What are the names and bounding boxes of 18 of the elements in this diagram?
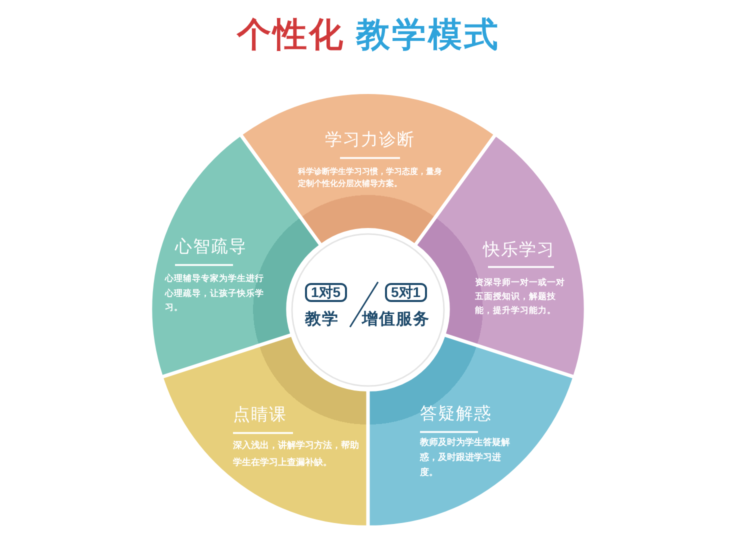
segment-heading: 答疑解惑 — [420, 403, 492, 425]
segment-description: 科学诊断学生学习习惯，学习态度，量身定制个性化分层次辅导方案。 — [298, 166, 443, 190]
segment-description: 教师及时为学生答疑解惑，及时跟进学习进度。 — [420, 436, 511, 479]
segment-heading: 点睛课 — [233, 404, 287, 426]
ring-segment — [163, 336, 367, 526]
segment-heading: 学习力诊断 — [325, 129, 415, 151]
segment-heading: 心智疏导 — [175, 236, 247, 258]
center-circle — [291, 233, 445, 387]
title: 个性化 教学模式 — [236, 15, 500, 56]
segment-description: 深入浅出，讲解学习方法，帮助学生在学习上查漏补缺。 — [233, 439, 360, 469]
segment-heading: 快乐学习 — [483, 239, 555, 261]
service-label: 教学 — [305, 310, 339, 330]
segment-description: 资深导师一对一或一对五面授知识，解题技能，提升学习能力。 — [475, 276, 566, 317]
ratio-label: 5对1 — [385, 283, 427, 302]
service-label: 增值服务 — [362, 310, 430, 330]
ring-segment — [369, 336, 573, 526]
ratio-label: 1对5 — [305, 283, 347, 302]
segment-description: 心理辅导专家为学生进行心理疏导，让孩子快乐学习。 — [165, 272, 265, 314]
